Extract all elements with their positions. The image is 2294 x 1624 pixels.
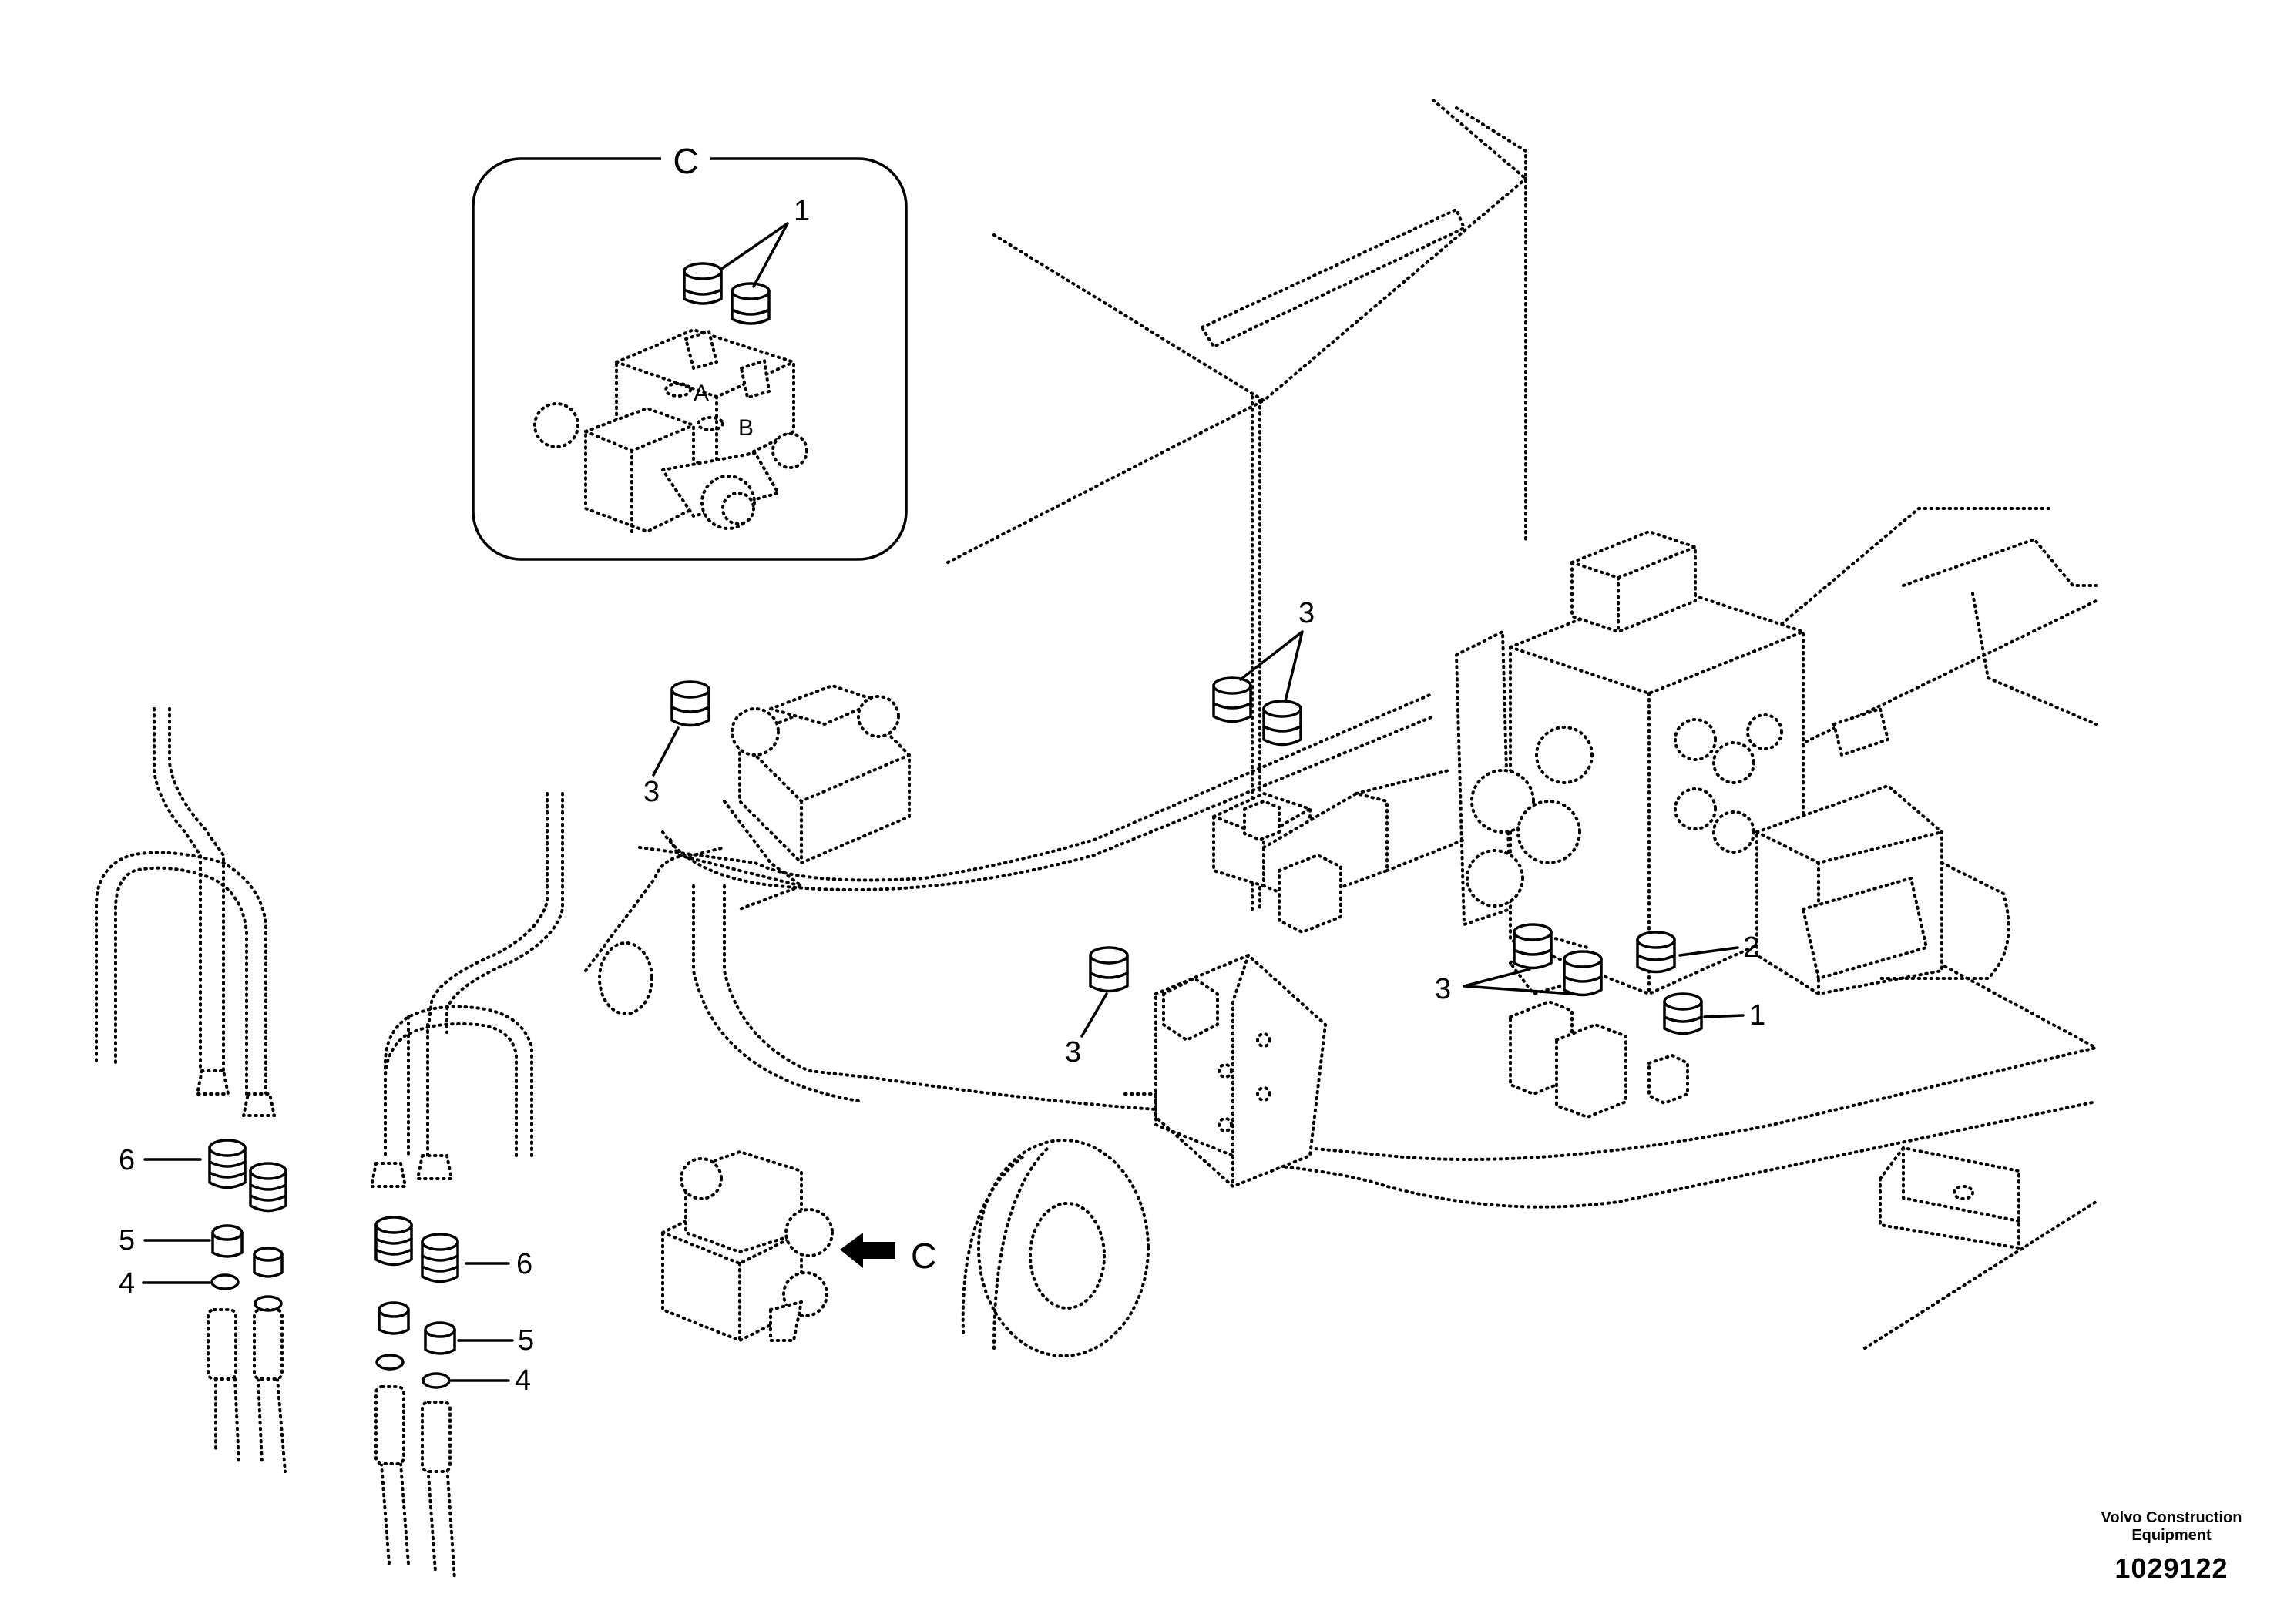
view-direction-arrow-icon: [840, 1233, 895, 1268]
detail-valve-icon: [533, 328, 808, 533]
plug-icon: [378, 1301, 410, 1335]
view-c-arrow-label: C: [911, 1236, 936, 1276]
o-ring-icon: [254, 1295, 283, 1312]
o-ring-icon: [210, 1273, 240, 1290]
plug-icon: [424, 1321, 456, 1355]
callout-5: 5: [119, 1224, 135, 1257]
detail-cap-icon: [731, 282, 771, 325]
fitting-icon: [421, 1233, 459, 1283]
port-b-label: B: [738, 415, 754, 441]
leader-line: [719, 222, 789, 288]
callout-6: 6: [516, 1248, 532, 1280]
callout-3: 3: [1435, 973, 1451, 1005]
port-block-icon: [1212, 769, 1466, 934]
solenoid-valve-icon: [669, 684, 911, 911]
callout-3: 3: [643, 776, 660, 808]
plug-icon: [211, 1224, 244, 1258]
plug-icon: [253, 1247, 284, 1278]
cap-icon: [1663, 992, 1703, 1035]
machine-frame: [946, 99, 2098, 1049]
view-c-solenoid-icon: [661, 1150, 834, 1342]
callout-1: 1: [1749, 999, 1765, 1032]
detail-view-label: C: [673, 141, 698, 181]
control-valve-icon: [1455, 530, 2010, 1119]
detail-cap-icon: [683, 262, 723, 305]
cap-icon: [1513, 923, 1553, 970]
fitting-icon: [208, 1139, 247, 1189]
cap-icon: [1636, 931, 1676, 974]
port-a-label: A: [694, 381, 709, 406]
plate-valve-icon: [1123, 954, 1327, 1188]
callout-3: 3: [1065, 1036, 1081, 1069]
o-ring-icon: [375, 1354, 405, 1371]
cap-icon: [1262, 700, 1302, 747]
drawing-number: 1029122: [2114, 1552, 2228, 1584]
cap-icon: [1089, 946, 1129, 993]
hose-lines: [95, 707, 564, 1581]
callout-2: 2: [1743, 931, 1759, 964]
publisher-line-1: Volvo Construction: [2101, 1509, 2242, 1526]
callout-1-detail: 1: [794, 195, 810, 227]
leader-lines: [142, 630, 1745, 1382]
publisher-line-2: Equipment: [2131, 1527, 2212, 1544]
callout-4: 4: [119, 1267, 135, 1300]
cap-icon: [670, 680, 710, 727]
o-ring-icon: [422, 1372, 451, 1389]
fitting-icon: [374, 1216, 413, 1267]
callout-6: 6: [119, 1144, 135, 1176]
callout-4: 4: [515, 1364, 531, 1397]
cap-icon: [1563, 950, 1603, 997]
fitting-icon: [249, 1162, 287, 1213]
detail-view-c: C A B 1: [472, 141, 908, 561]
callout-3: 3: [1298, 597, 1315, 629]
cap-icon: [1212, 676, 1252, 723]
callout-5: 5: [518, 1324, 534, 1357]
